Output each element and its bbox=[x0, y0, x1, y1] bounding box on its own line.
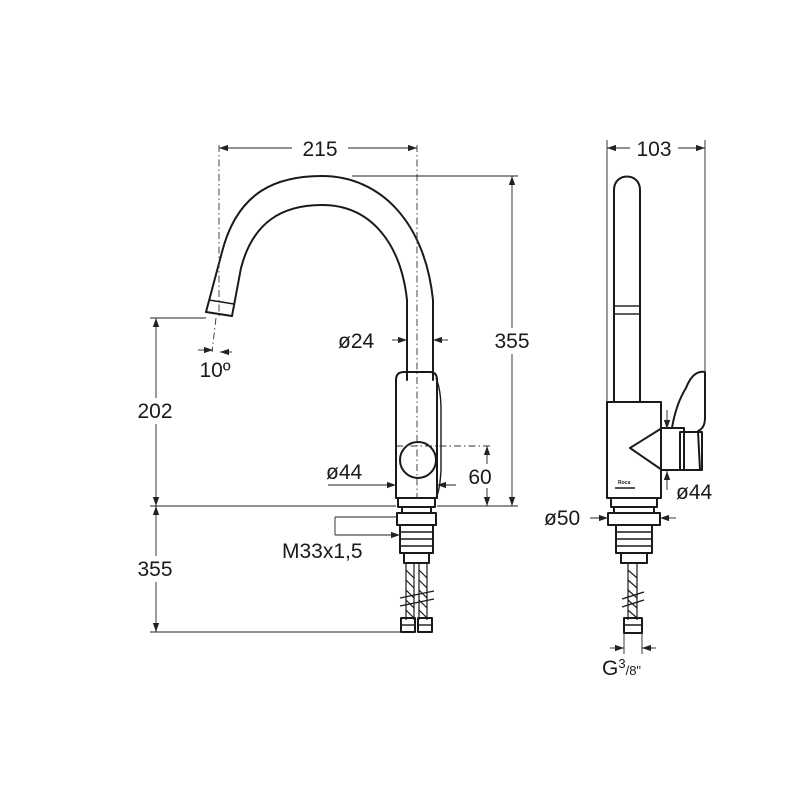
dimension-60-label: 60 bbox=[468, 466, 491, 489]
dimension-o44-body-label: ø44 bbox=[326, 461, 363, 484]
dimension-connection-label: G3/8" bbox=[602, 656, 641, 680]
dimension-10-deg-label: 10º bbox=[199, 359, 230, 382]
front-view: 215 355 ø24 ø44 60 bbox=[130, 136, 535, 633]
dimension-355-hose-label: 355 bbox=[137, 558, 172, 581]
center-lines bbox=[211, 145, 490, 498]
dimension-base-diameter: ø50 bbox=[544, 507, 676, 530]
base-and-shank bbox=[396, 497, 437, 564]
side-hose bbox=[621, 563, 645, 634]
dimension-o44-lever-label: ø44 bbox=[676, 481, 713, 504]
dimension-355-height-label: 355 bbox=[494, 330, 529, 353]
connection-prefix: G bbox=[602, 657, 618, 680]
side-spout bbox=[613, 175, 641, 403]
brand-logo: Roca bbox=[618, 480, 630, 486]
dimension-total-height: 355 bbox=[352, 175, 535, 507]
dimension-connection: G3/8" bbox=[602, 633, 656, 680]
connection-denominator: /8" bbox=[626, 663, 642, 678]
dimension-103-label: 103 bbox=[636, 138, 671, 161]
connection-numerator: 3 bbox=[618, 656, 625, 671]
side-view: Roca 103 bbox=[544, 136, 713, 680]
dimension-hose-length: 355 bbox=[130, 506, 401, 633]
dimension-spout-diameter: ø24 bbox=[338, 330, 448, 353]
faucet-body bbox=[395, 371, 442, 499]
dimension-lever-diameter: ø44 bbox=[663, 410, 713, 504]
dimension-spout-angle: 10º bbox=[198, 346, 232, 382]
dimension-o50-label: ø50 bbox=[544, 507, 580, 530]
dimension-202-label: 202 bbox=[137, 400, 172, 423]
side-base-and-shank bbox=[607, 497, 661, 564]
dimension-body-diameter: ø44 bbox=[326, 461, 456, 489]
dimension-215-label: 215 bbox=[302, 138, 337, 161]
dimension-thread: M33x1,5 bbox=[282, 516, 400, 563]
dimension-depth: 103 bbox=[606, 136, 706, 402]
dimension-lever-offset: 60 bbox=[462, 446, 502, 506]
dimension-spout-reach: 215 bbox=[219, 136, 417, 161]
dimension-outlet-height: 202 bbox=[130, 317, 396, 507]
supply-hoses bbox=[399, 563, 435, 633]
dimension-o24-label: ø24 bbox=[338, 330, 375, 353]
side-body: Roca bbox=[606, 370, 706, 499]
dimension-thread-label: M33x1,5 bbox=[282, 540, 363, 563]
spout bbox=[205, 175, 434, 381]
